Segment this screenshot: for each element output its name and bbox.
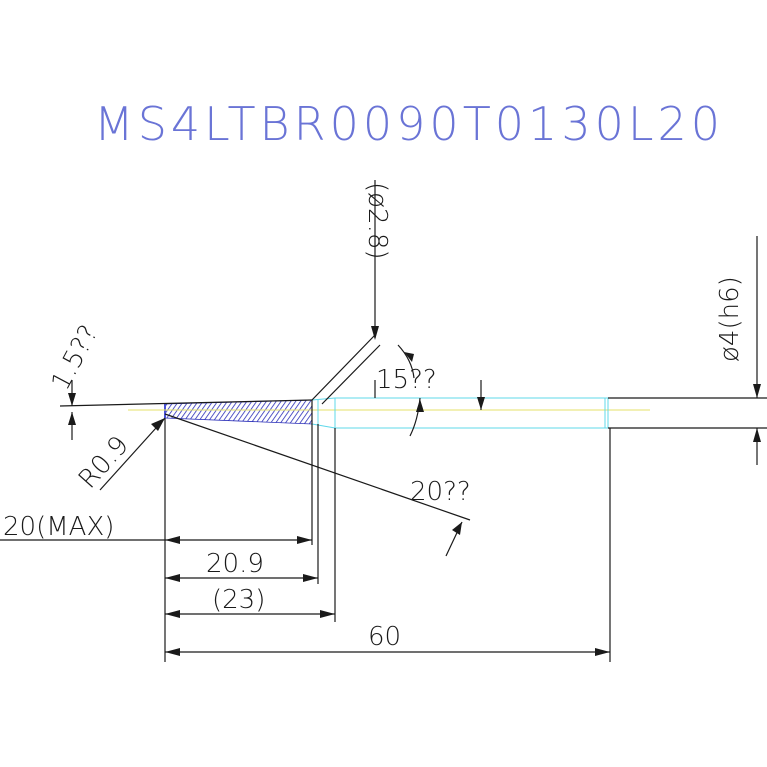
dim-text-20-9: 20.9 (206, 549, 264, 579)
dim-text-60: 60 (368, 622, 401, 652)
angle-15-arrow-bottom (416, 399, 424, 412)
neck-angle-line-1 (311, 334, 376, 401)
radius-arrow (151, 418, 165, 431)
dim-20-9 (165, 574, 318, 582)
dim-23 (165, 610, 335, 618)
dim-60 (165, 648, 610, 656)
radius-leader (99, 417, 166, 491)
tip-angle-arrow-top (68, 393, 76, 406)
tip-angle-arrow-bottom (68, 412, 76, 425)
dim-20max (165, 536, 312, 544)
cut-angle-arrow (452, 522, 462, 535)
neck-dia-arrow (477, 397, 485, 410)
neck-angle-line-2 (321, 344, 381, 405)
dim-text-shank-dia: ø4(h6) (715, 276, 745, 362)
extension-lines (0, 400, 611, 662)
dim-text-23: (23) (212, 585, 265, 615)
dim-text-15deg: 15?? (376, 365, 437, 395)
neck-arrow (371, 326, 379, 340)
tip-angle-line (59, 399, 313, 407)
flute-hatch (164, 399, 313, 425)
angle-15-arrow-top (404, 352, 414, 362)
tool-body (311, 397, 609, 429)
dim-text-20deg: 20?? (410, 477, 471, 507)
dim-text-20max: 20(MAX) (3, 512, 114, 542)
drawing-title: MS4LTBR0090T0130L20 (94, 97, 724, 151)
dim-text-tip-angle: 1.5?? (46, 320, 105, 395)
dim-text-neck-dia: (ø2.8) (362, 182, 392, 260)
shank-dia-arrow-top (753, 384, 761, 398)
angle-15-arc-top (397, 344, 415, 379)
cut-angle-line (164, 413, 471, 521)
angle-15-arc-bottom (409, 397, 421, 437)
shank-dia-arrow-bottom (753, 428, 761, 442)
